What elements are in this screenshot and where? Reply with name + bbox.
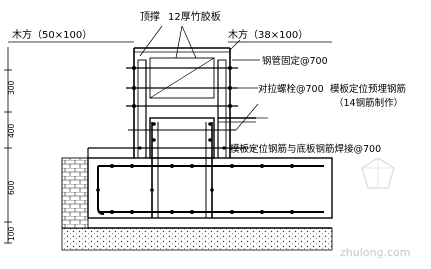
gravel-bed [61,227,333,251]
dimension-label: 300 [7,80,16,95]
brick-wall [61,157,89,229]
label-tie-bolt: 对拉螺栓@700 [258,83,324,95]
label-top-brace: 顶撑 [140,10,160,23]
rebar-dots [96,164,294,214]
label-steel-pipe: 钢管固定@700 [262,55,328,67]
label-embedded-rebar: 模板定位预埋钢筋 [330,83,406,95]
label-embedded-rebar-spec: （14钢筋制作） [334,97,403,109]
watermark-text: zhulong.com [340,246,410,259]
label-timber-right: 木方（38×100） [228,28,308,41]
wall-formwork [126,47,256,159]
label-timber-left: 木方（50×100） [12,28,92,41]
label-weld-note: 模板定位钢筋与底板钢筋焊接@700 [230,143,381,155]
label-bamboo-plywood: 12厚竹胶板 [168,10,221,23]
dimension-label: 400 [7,123,16,138]
wall-rebar-dots [132,66,232,150]
dimension-chain [4,47,12,244]
dimension-label: 100 [7,226,16,241]
leader-lines [8,25,332,149]
watermark-logo [361,157,395,189]
base-slab [87,122,333,219]
dimension-label: 600 [7,180,16,195]
